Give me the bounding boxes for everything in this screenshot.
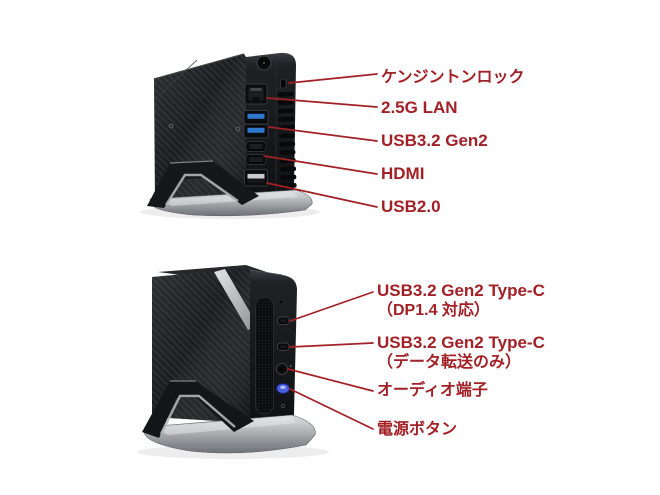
label-audio-jack: オーディオ端子 (377, 381, 488, 401)
usb2-port (244, 169, 268, 187)
label-usbc-data: USB3.2 Gen2 Type-C （データ転送のみ） (377, 333, 545, 373)
label-text: 2.5G LAN (381, 98, 458, 117)
leader-line-kensington (288, 73, 378, 84)
panel-top-bevel (249, 269, 283, 276)
stand-base (149, 189, 313, 217)
label-subtext: （DP1.4 対応） (377, 302, 490, 319)
leader-line-usb20 (266, 182, 378, 208)
brand-stripe (214, 269, 258, 330)
usb3-ports (243, 110, 269, 139)
leader-line-typec-dp (289, 291, 374, 322)
label-power-button: 電源ボタン (377, 420, 457, 440)
label-hdmi: HDMI (381, 164, 424, 184)
leader-line-typec-data (289, 342, 374, 348)
label-text: USB2.0 (381, 197, 441, 216)
stand-bracket (142, 380, 254, 438)
dc-power-jack (256, 55, 272, 71)
front-vent-strip (255, 296, 274, 415)
leader-line-audio (287, 368, 374, 392)
leader-line-usb32 (268, 126, 378, 142)
mini-pc-rear-view (140, 52, 320, 219)
label-kensington-lock: ケンジントンロック (381, 68, 525, 88)
hdmi-ports (245, 141, 267, 165)
leader-line-lan (266, 97, 378, 108)
label-usb32-gen2: USB3.2 Gen2 (381, 131, 488, 151)
reset-hole (281, 404, 285, 408)
label-lan: 2.5G LAN (381, 98, 458, 118)
usb-c-port-data (277, 342, 294, 351)
label-text: USB3.2 Gen2 (381, 131, 488, 150)
leader-lines (263, 73, 378, 430)
mini-pc-front-view (137, 265, 329, 459)
label-text: USB3.2 Gen2 Type-C (377, 281, 545, 300)
ethernet-port (244, 83, 268, 105)
label-text: 電源ボタン (377, 421, 458, 438)
leader-line-power (289, 388, 374, 430)
label-usb20: USB2.0 (381, 197, 441, 217)
label-text: HDMI (381, 164, 425, 183)
mic-hole (279, 300, 283, 304)
stand-bracket (147, 160, 259, 208)
label-text: オーディオ端子 (377, 382, 488, 399)
label-subtext: （データ転送のみ） (377, 354, 522, 371)
stand-base (143, 414, 316, 454)
label-usbc-dp: USB3.2 Gen2 Type-C （DP1.4 対応） (377, 281, 545, 321)
kensington-lock-slot (280, 78, 287, 89)
leader-line-hdmi (263, 155, 378, 175)
label-text: USB3.2 Gen2 Type-C (377, 333, 545, 352)
power-button (276, 383, 290, 394)
label-text: ケンジントンロック (381, 69, 525, 86)
usb-c-port-dp (277, 316, 294, 325)
